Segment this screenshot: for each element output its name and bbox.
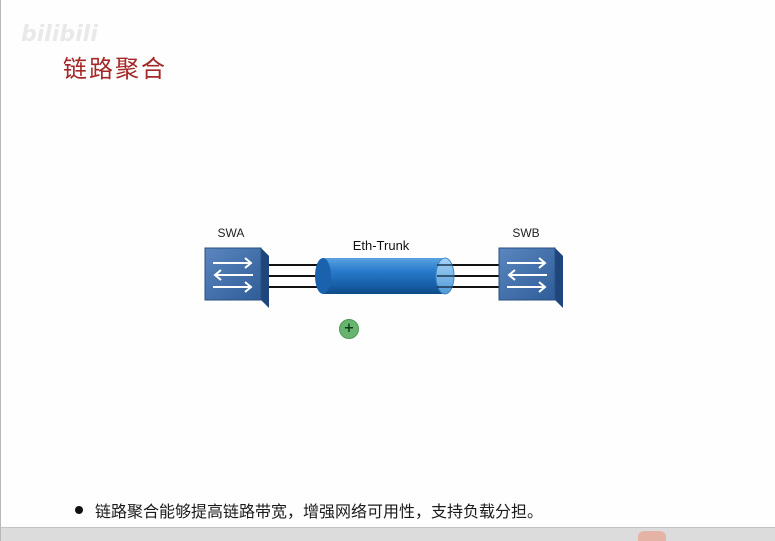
eth-trunk-bundle [315,257,455,295]
add-cursor-icon: + [339,319,359,339]
switch-a-label: SWA [218,226,245,240]
eth-trunk-label: Eth-Trunk [353,238,410,253]
bullet-dot-icon [75,506,83,514]
bottom-mark [638,531,666,541]
slide-title: 链路聚合 [63,55,167,83]
switch-b[interactable]: SWB [498,226,563,308]
bilibili-watermark: bilibili [21,22,98,47]
switch-b-label: SWB [512,226,539,240]
bottom-bar [1,527,775,541]
switch-icon [498,247,563,308]
bullet-text: 链路聚合能够提高链路带宽，增强网络可用性，支持负载分担。 [95,502,544,521]
switch-icon [204,247,269,308]
bullet-item: 链路聚合能够提高链路带宽，增强网络可用性，支持负载分担。 [75,499,543,521]
switch-a[interactable]: SWA [204,226,269,308]
